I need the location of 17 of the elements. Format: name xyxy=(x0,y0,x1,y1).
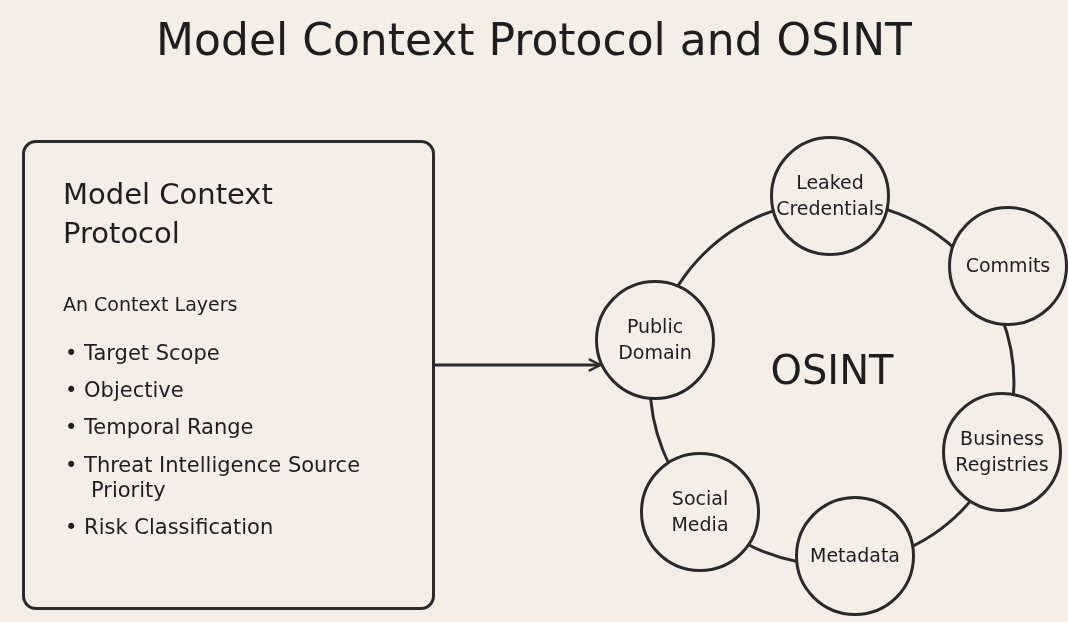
bullet-item: • Objective xyxy=(65,378,185,404)
arrow xyxy=(435,358,602,372)
bullet-item: • Risk Classification xyxy=(65,514,275,541)
circle-label: Public Domain xyxy=(617,314,693,365)
card-heading: Model Context Protocol xyxy=(63,176,274,253)
circle-label: Social Media xyxy=(670,486,730,537)
hub-label: OSINT xyxy=(762,347,902,393)
circle-label: Commits xyxy=(965,253,1051,279)
bullet-item: • Target Scope xyxy=(65,341,221,367)
title: Model Context Protocol and OSINT xyxy=(155,14,913,65)
circle-label: Business Registries xyxy=(954,426,1050,477)
circle-label: Metadata xyxy=(810,543,900,569)
circle-label: Leaked Credentials xyxy=(776,170,884,221)
card-subheading: An Context Layers xyxy=(63,293,238,315)
bullet-item: • Temporal Range xyxy=(65,415,255,441)
context-card xyxy=(22,140,435,610)
bullet-item: • Threat Intelligence Source Priority xyxy=(65,452,362,503)
